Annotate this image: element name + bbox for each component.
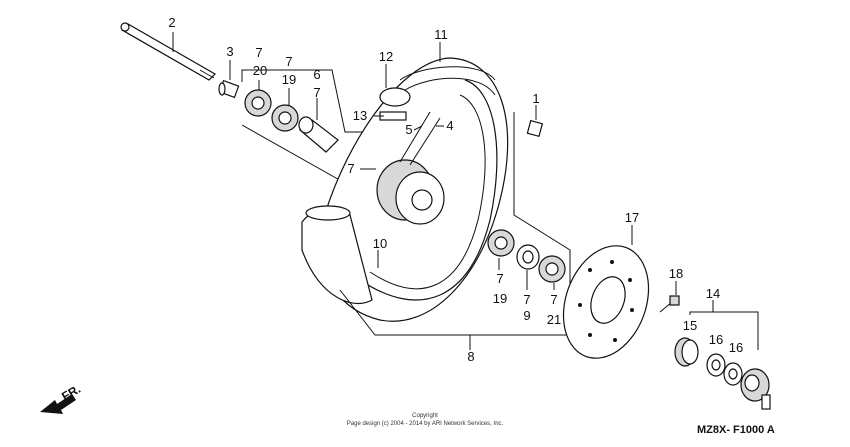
callout-6[interactable]: 6 <box>313 67 320 82</box>
callout-15[interactable]: 15 <box>683 318 697 333</box>
callout-3[interactable]: 3 <box>226 44 233 59</box>
oil-seal-16b[interactable] <box>723 362 743 386</box>
gear-box-retainer[interactable] <box>674 337 699 367</box>
oil-seal-16a[interactable] <box>706 353 726 377</box>
wheel-hub[interactable] <box>376 111 445 225</box>
valve-cap[interactable] <box>526 119 544 138</box>
callout-16-b[interactable]: 16 <box>729 340 743 355</box>
dust-seal[interactable] <box>516 244 540 270</box>
callout-18[interactable]: 18 <box>669 266 683 281</box>
copyright-notice: Page design (c) 2004 - 2014 by ARI Netwo… <box>346 421 504 427</box>
callout-13[interactable]: 13 <box>353 108 367 123</box>
callout-10[interactable]: 10 <box>373 236 387 251</box>
copyright-heading: Copyright <box>412 413 438 419</box>
callout-21[interactable]: 21 <box>547 312 561 327</box>
callout-8[interactable]: 8 <box>467 349 474 364</box>
leader-lines <box>172 32 714 350</box>
callout-20[interactable]: 20 <box>253 63 267 78</box>
axle-collar[interactable] <box>218 79 240 99</box>
callout-12[interactable]: 12 <box>379 49 393 64</box>
speedometer-gear-box[interactable] <box>740 368 771 410</box>
diagram-code: MZ8X- F1000 A <box>697 424 775 436</box>
callout-7-d[interactable]: 7 <box>347 161 354 176</box>
callout-11[interactable]: 11 <box>434 27 448 42</box>
callout-17[interactable]: 17 <box>625 210 639 225</box>
callout-numbers: 2 3 7 20 7 19 6 7 11 12 13 5 4 1 7 10 8 … <box>168 15 743 364</box>
bearing-21[interactable] <box>538 255 566 283</box>
callout-16-a[interactable]: 16 <box>709 332 723 347</box>
bearing-19[interactable] <box>271 104 299 132</box>
bearing-19-right[interactable] <box>487 229 515 257</box>
callout-9[interactable]: 9 <box>523 308 530 323</box>
front-direction-arrow: FR. <box>40 382 83 414</box>
callout-14[interactable]: 14 <box>706 286 720 301</box>
callout-7-a[interactable]: 7 <box>255 45 262 60</box>
disk-bolt[interactable] <box>659 295 680 313</box>
front-axle[interactable] <box>120 22 216 81</box>
callout-2[interactable]: 2 <box>168 15 175 30</box>
callout-19-a[interactable]: 19 <box>282 72 296 87</box>
gearbox-bracket <box>689 311 759 350</box>
inner-tube[interactable] <box>379 87 411 121</box>
callout-7-g[interactable]: 7 <box>550 292 557 307</box>
callout-1[interactable]: 1 <box>532 91 539 106</box>
callout-5[interactable]: 5 <box>405 122 412 137</box>
bearing-20[interactable] <box>244 89 272 117</box>
brake-disk[interactable] <box>549 234 664 370</box>
callout-7-e[interactable]: 7 <box>496 271 503 286</box>
callout-7-f[interactable]: 7 <box>523 292 530 307</box>
callout-7-c[interactable]: 7 <box>313 85 320 100</box>
callout-4[interactable]: 4 <box>446 118 453 133</box>
callout-7-b[interactable]: 7 <box>285 54 292 69</box>
callout-19-b[interactable]: 19 <box>493 291 507 306</box>
distance-collar[interactable] <box>298 116 339 153</box>
